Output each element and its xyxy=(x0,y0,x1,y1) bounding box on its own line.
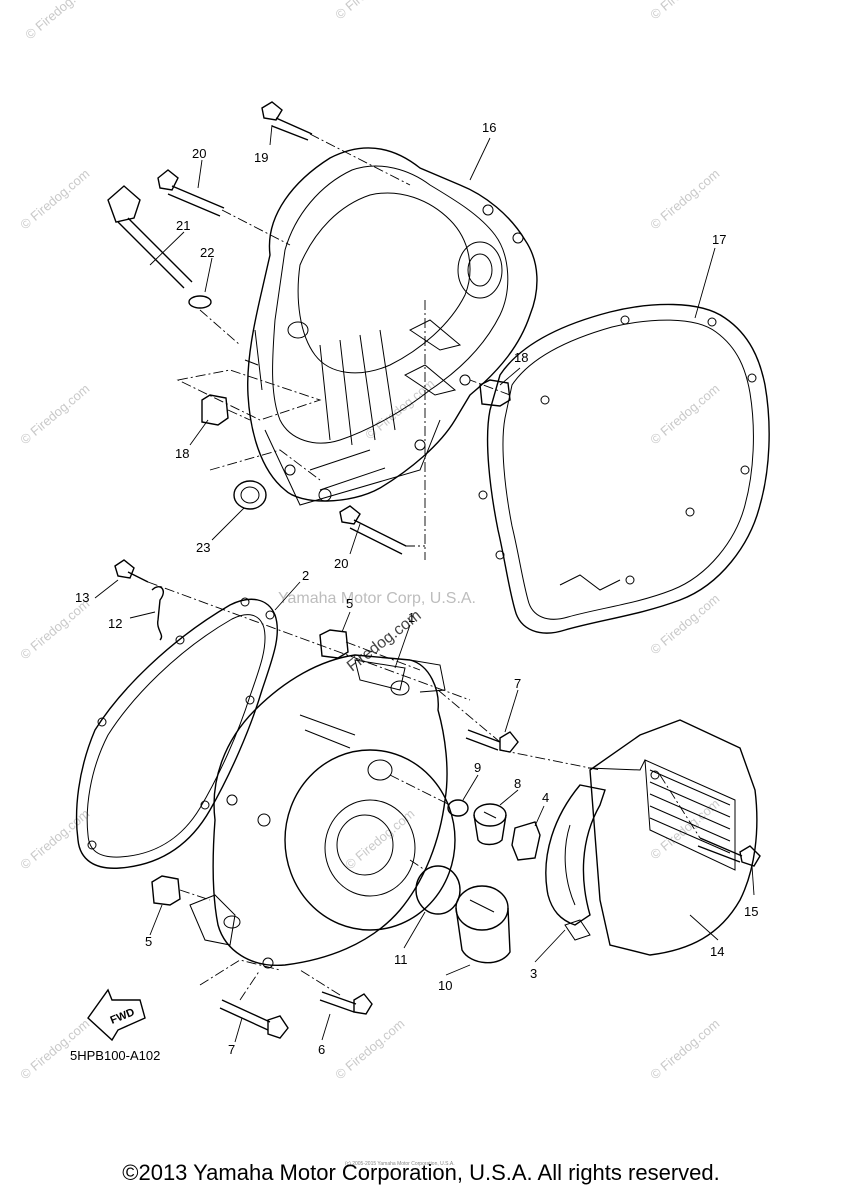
oil-seal xyxy=(233,480,267,510)
part-label: 1 xyxy=(408,610,415,625)
part-label: 9 xyxy=(474,760,481,775)
part-label: 18 xyxy=(514,350,528,365)
part-label: 4 xyxy=(542,790,549,805)
part-label: 5 xyxy=(346,596,353,611)
part-label: 22 xyxy=(200,245,214,260)
watermark: © Firedog.com xyxy=(22,0,97,42)
diagram-code: 5HPB100-A102 xyxy=(70,1048,160,1063)
leader-lines xyxy=(94,124,755,1043)
part-label: 13 xyxy=(75,590,89,605)
watermark: © Firedog.com xyxy=(647,1016,722,1082)
plug-large xyxy=(455,885,511,964)
generator-cover-plate xyxy=(587,719,758,956)
part-label: 8 xyxy=(514,776,521,791)
part-label: 23 xyxy=(196,540,210,555)
watermark: © Firedog.com xyxy=(342,806,417,872)
crankcase-cover-upper xyxy=(244,147,538,506)
part-label: 12 xyxy=(108,616,122,631)
plug-part xyxy=(473,803,507,846)
watermark: © Firedog.com xyxy=(17,806,92,872)
part-label: 10 xyxy=(438,978,452,993)
watermark: © Firedog.com xyxy=(17,596,92,662)
watermark: © Firedog.com xyxy=(332,1016,407,1082)
alignment-lines xyxy=(147,133,701,1001)
shield-cover xyxy=(545,784,606,941)
watermarks: © Firedog.com © Firedog.com © Firedog.co… xyxy=(17,0,722,1082)
part-label: 2 xyxy=(302,568,309,583)
part-label: 7 xyxy=(228,1042,235,1057)
part-label: 19 xyxy=(254,150,268,165)
part-label: 21 xyxy=(176,218,190,233)
part-label: 3 xyxy=(530,966,537,981)
part-label: 14 xyxy=(710,944,724,959)
damper-part xyxy=(511,821,541,861)
dowel-pins xyxy=(151,379,511,906)
copyright-notice: ©2013 Yamaha Motor Corporation, U.S.A. A… xyxy=(122,1160,720,1185)
tiny-notice: (c) 2005-2015 Yamaha Motor Corporation, … xyxy=(345,1161,455,1167)
o-ring-small xyxy=(447,799,469,817)
watermark: © Firedog.com xyxy=(647,0,722,22)
oil-dipstick xyxy=(107,185,212,309)
center-watermark: Yamaha Motor Corp, U.S.A. xyxy=(278,590,476,607)
watermark: © Firedog.com xyxy=(17,381,92,447)
crankcase-cover-lower xyxy=(189,654,456,969)
watermark: © Firedog.com xyxy=(647,381,722,447)
watermark: © Firedog.com xyxy=(17,166,92,232)
part-label: 15 xyxy=(744,904,758,919)
part-labels: 1 2 3 4 5 5 6 7 7 8 9 10 11 12 13 14 15 … xyxy=(75,120,758,1057)
o-ring-large xyxy=(415,865,461,915)
watermark: © Firedog.com xyxy=(647,591,722,657)
crankcase-gasket-upper xyxy=(478,303,770,634)
part-label: 18 xyxy=(175,446,189,461)
part-label: 17 xyxy=(712,232,726,247)
part-label: 5 xyxy=(145,934,152,949)
part-label: 20 xyxy=(334,556,348,571)
part-label: 20 xyxy=(192,146,206,161)
watermark: © Firedog.com xyxy=(647,166,722,232)
crankcase-gasket-lower xyxy=(75,597,279,869)
part-label: 6 xyxy=(318,1042,325,1057)
part-label: 16 xyxy=(482,120,496,135)
fwd-arrow-icon: FWD xyxy=(87,988,146,1042)
part-label: 11 xyxy=(394,952,408,967)
bolts xyxy=(114,101,761,1039)
watermark: © Firedog.com xyxy=(647,796,722,862)
watermark: © Firedog.com xyxy=(332,0,407,22)
part-label: 7 xyxy=(514,676,521,691)
